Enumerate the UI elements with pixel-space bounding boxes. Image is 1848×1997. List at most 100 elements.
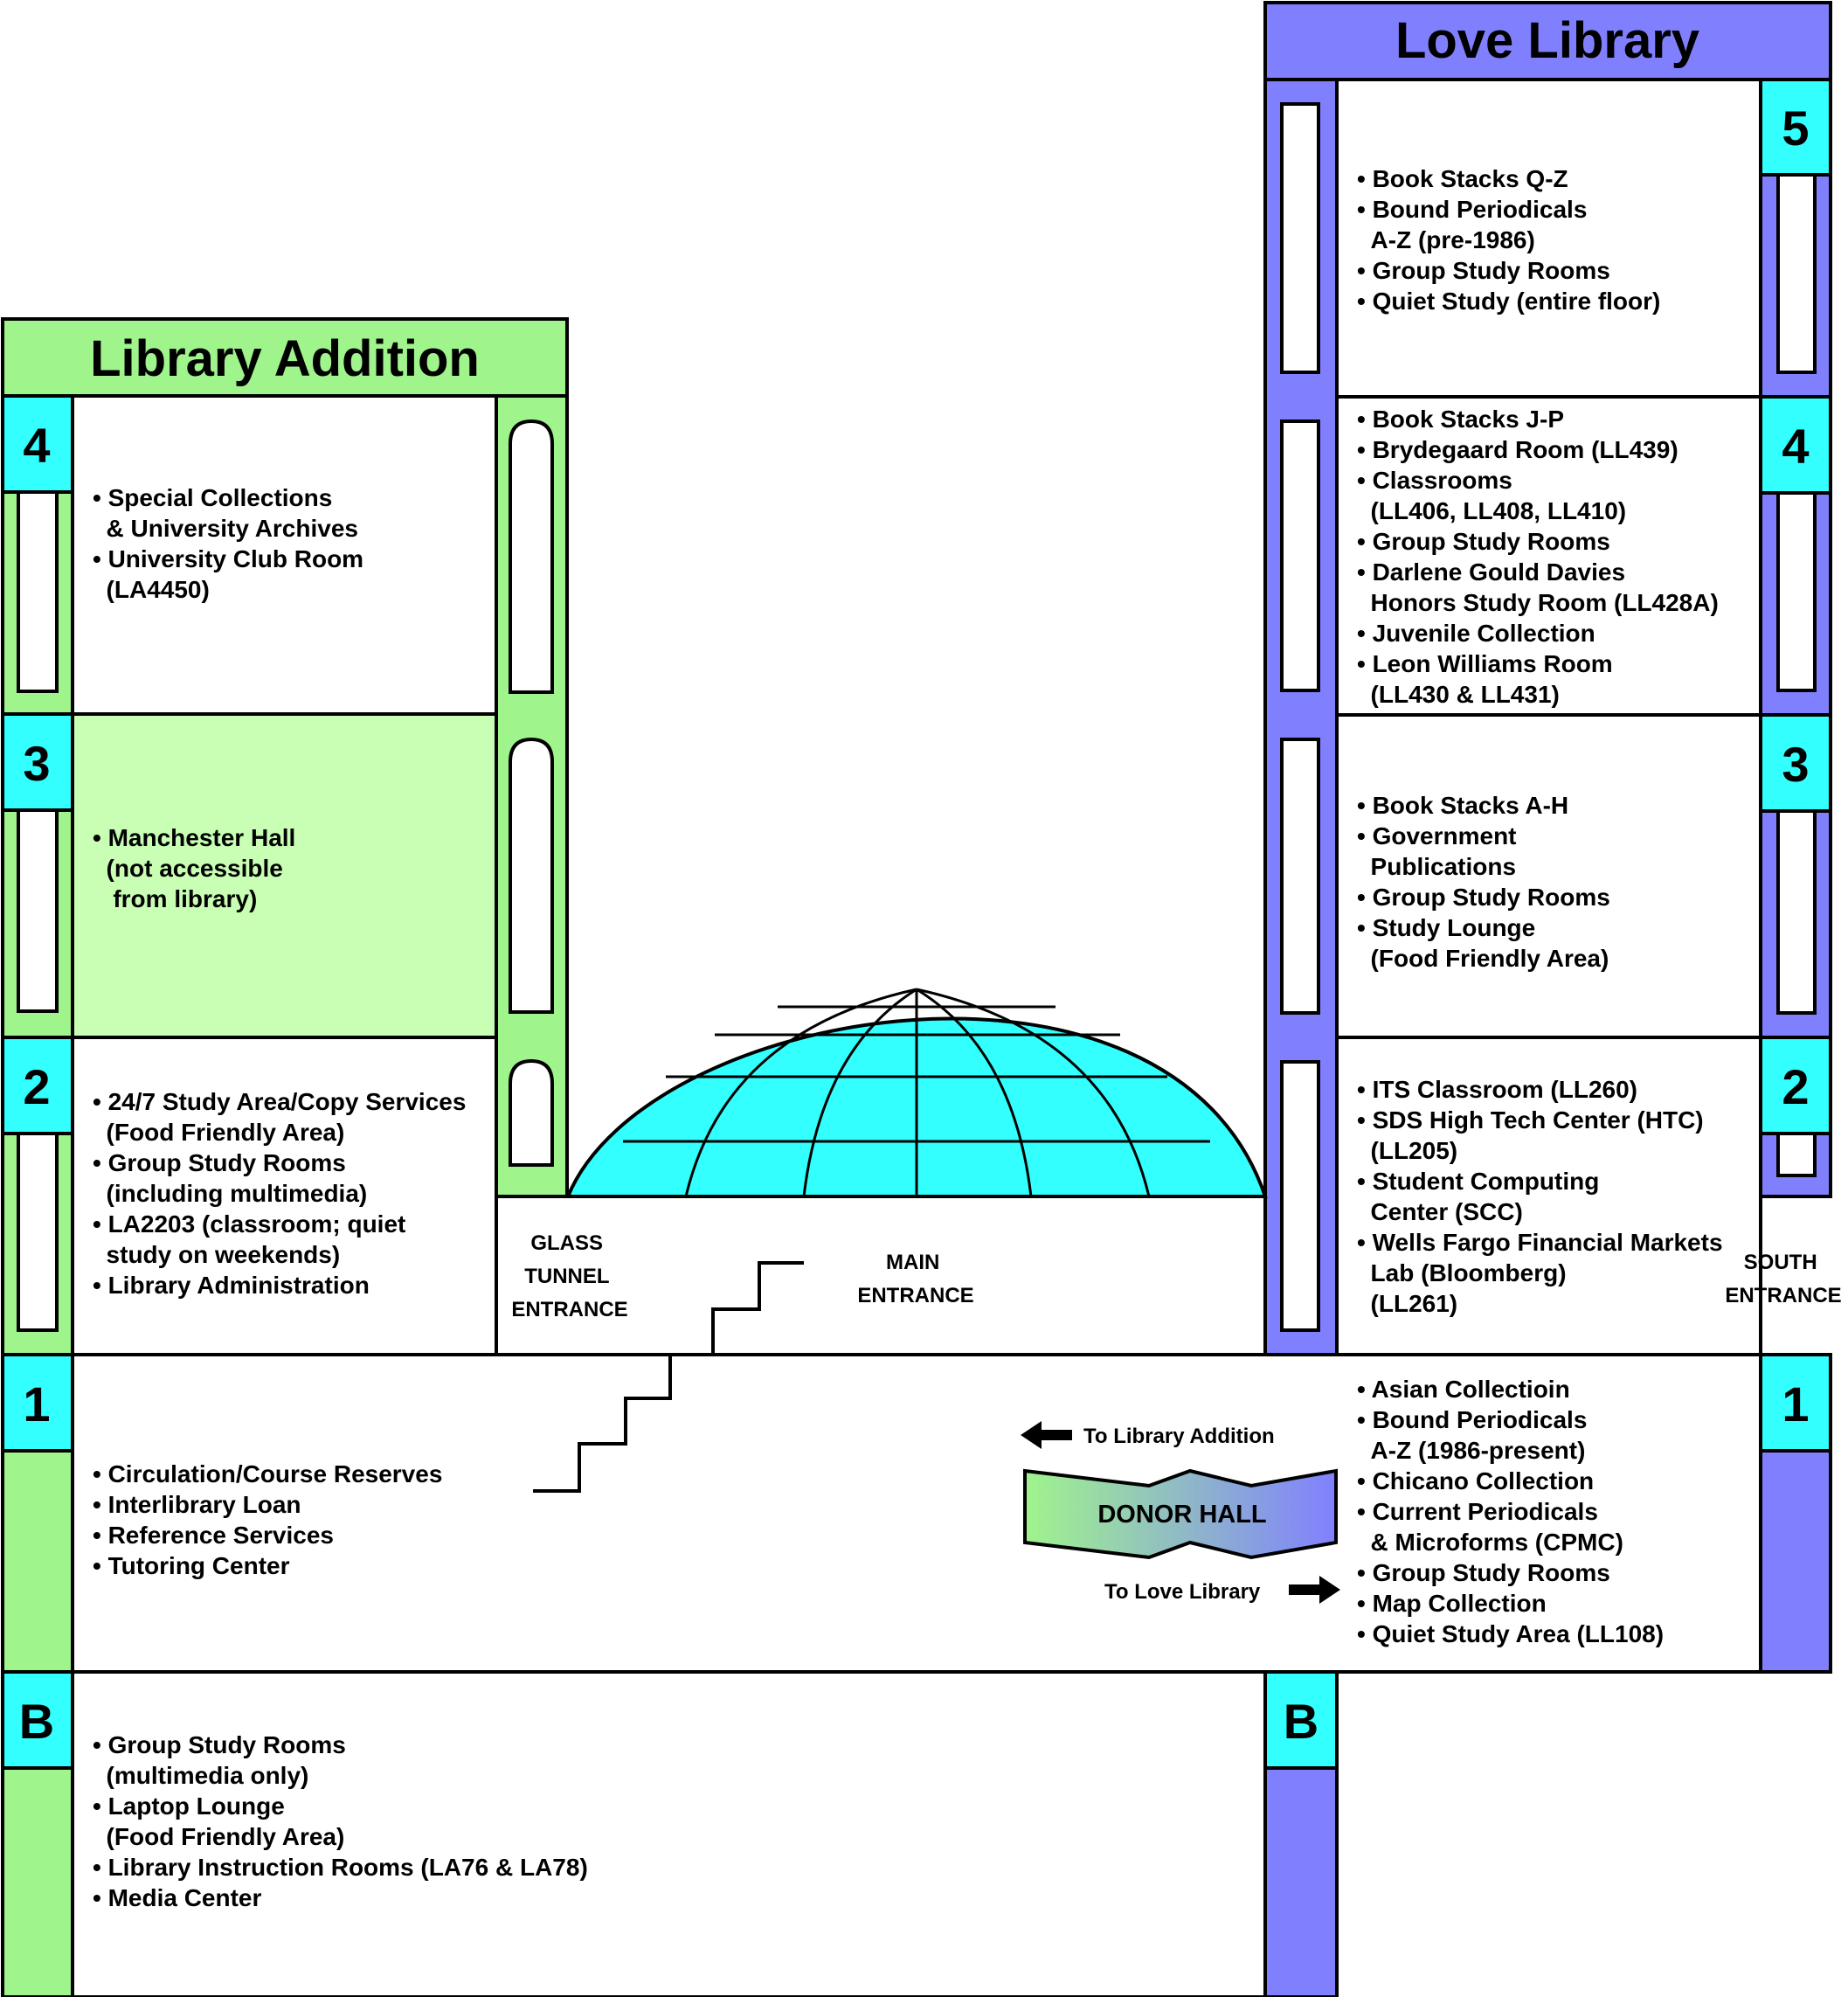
addition-floor-1-list: • Circulation/Course Reserves• Interlibr… xyxy=(93,1460,442,1579)
addition-floor-2-room xyxy=(71,1036,498,1356)
love-floor-label-2: 2 xyxy=(1782,1059,1809,1114)
addition-arch-window xyxy=(509,737,554,1014)
list-item: Center (SCC) xyxy=(1357,1198,1523,1225)
list-item: • Study Lounge xyxy=(1357,914,1535,941)
addition-floor-label-1: 1 xyxy=(23,1376,50,1432)
list-item: • Government xyxy=(1357,822,1517,849)
list-item: • 24/7 Study Area/Copy Services xyxy=(93,1088,466,1115)
addition-floor-tab-b xyxy=(1,1670,74,1770)
love-floor-tab-5 xyxy=(1759,78,1832,177)
addition-arch-window xyxy=(509,419,554,694)
love-title: Love Library xyxy=(1395,12,1699,69)
love-window xyxy=(1280,738,1320,1015)
love-floor-tab-2 xyxy=(1759,1036,1832,1135)
staircase xyxy=(533,1261,804,1493)
list-item: • Bound Periodicals xyxy=(1357,1406,1587,1433)
list-item: • Book Stacks J-P xyxy=(1357,406,1564,433)
list-item: • Library Instruction Rooms (LA76 & LA78… xyxy=(93,1854,588,1881)
love-library-building: Love Library xyxy=(1263,1,1832,1997)
love-window xyxy=(1776,1132,1817,1177)
list-item: • LA2203 (classroom; quiet xyxy=(93,1210,405,1238)
list-item: • Group Study Rooms xyxy=(93,1731,346,1758)
list-item: • Group Study Rooms xyxy=(1357,528,1610,555)
addition-floor-4-room xyxy=(71,394,498,716)
love-window xyxy=(1776,809,1817,1015)
list-item: • Manchester Hall xyxy=(93,824,295,851)
list-item: • Interlibrary Loan xyxy=(93,1491,301,1518)
list-item: • University Club Room xyxy=(93,545,363,572)
list-item: (LL406, LL408, LL410) xyxy=(1357,497,1626,524)
list-item: Publications xyxy=(1357,853,1516,880)
list-item: • Special Collections xyxy=(93,484,332,511)
list-item: (multimedia only) xyxy=(93,1762,308,1789)
addition-window xyxy=(17,1132,59,1332)
list-item: • Book Stacks Q-Z xyxy=(1357,165,1568,192)
list-item: • Chicano Collection xyxy=(1357,1467,1594,1494)
list-item: (LA4450) xyxy=(93,576,210,603)
list-item: study on weekends) xyxy=(93,1241,340,1268)
donor-hall-banner xyxy=(1023,1468,1338,1560)
love-floor-5-list: • Book Stacks Q-Z• Bound Periodicals A-Z… xyxy=(1357,165,1660,315)
love-floor-label-3: 3 xyxy=(1782,737,1809,792)
list-item: (including multimedia) xyxy=(93,1180,367,1207)
addition-floor-tab-2 xyxy=(1,1036,74,1135)
donor-hall: DONOR HALL To Library Addition To Love L… xyxy=(1021,1421,1340,1604)
list-item: from library) xyxy=(93,885,257,912)
list-item: (LL205) xyxy=(1357,1137,1457,1164)
south-entrance-label: SOUTH ENTRANCE xyxy=(1725,1251,1841,1307)
list-item: • Wells Fargo Financial Markets xyxy=(1357,1229,1723,1256)
glass-tunnel-entrance-label: GLASS TUNNEL ENTRANCE xyxy=(511,1231,627,1321)
list-item: • SDS High Tech Center (HTC) xyxy=(1357,1106,1704,1134)
to-love-library-label: To Love Library xyxy=(1104,1580,1261,1604)
list-item: • Leon Williams Room xyxy=(1357,650,1613,677)
list-item: • Student Computing xyxy=(1357,1168,1599,1195)
love-floor-label-1: 1 xyxy=(1782,1376,1809,1432)
love-window xyxy=(1280,102,1320,374)
list-item: A-Z (1986-present) xyxy=(1357,1437,1585,1464)
list-item: • Quiet Study (entire floor) xyxy=(1357,288,1660,315)
addition-floor-tab-4 xyxy=(1,394,74,494)
list-item: • Darlene Gould Davies xyxy=(1357,558,1625,586)
addition-window xyxy=(17,808,59,1013)
list-item: A-Z (pre-1986) xyxy=(1357,226,1535,253)
list-item: • Juvenile Collection xyxy=(1357,620,1595,647)
addition-floor-tab-1 xyxy=(1,1353,74,1453)
addition-window xyxy=(17,490,59,693)
list-item: • Group Study Rooms xyxy=(1357,884,1610,911)
love-floor-tab-4 xyxy=(1759,395,1832,495)
love-title-bar xyxy=(1263,1,1832,81)
list-item: (Food Friendly Area) xyxy=(93,1119,344,1146)
addition-floor-2-list: • 24/7 Study Area/Copy Services (Food Fr… xyxy=(93,1088,466,1299)
list-item: • Group Study Rooms xyxy=(93,1149,346,1176)
list-item: & University Archives xyxy=(93,515,358,542)
addition-floor-4-list: • Special Collections & University Archi… xyxy=(93,484,363,603)
list-item: • Brydegaard Room (LL439) xyxy=(1357,436,1678,463)
addition-floor-b-list: • Group Study Rooms (multimedia only) • L… xyxy=(93,1731,588,1911)
floor-tabs: 4 3 2 1 B 5 4 3 2 1 B xyxy=(1,78,1832,1770)
basement-hall xyxy=(71,1670,1267,1997)
list-item: • Asian Collectioin xyxy=(1357,1376,1570,1403)
list-item: • Media Center xyxy=(93,1884,262,1911)
love-window xyxy=(1280,1060,1320,1332)
love-floor-tab-b xyxy=(1263,1670,1339,1770)
love-window xyxy=(1280,420,1320,692)
addition-title: Library Addition xyxy=(90,330,480,387)
list-item: • Group Study Rooms xyxy=(1357,257,1610,284)
love-floor-5-room xyxy=(1335,78,1762,399)
addition-title-bar xyxy=(1,317,569,398)
list-item: • Reference Services xyxy=(93,1522,334,1549)
love-floor-2-room xyxy=(1335,1036,1762,1356)
addition-floor-3-list: • Manchester Hall (not accessible from l… xyxy=(93,824,295,912)
addition-floor-label-b: B xyxy=(19,1694,54,1749)
love-floor-label-5: 5 xyxy=(1782,101,1809,156)
main-entrance-label: MAIN ENTRANCE xyxy=(857,1251,973,1307)
list-item: • Classrooms xyxy=(1357,467,1512,494)
list-item: (Food Friendly Area) xyxy=(1357,945,1609,972)
list-item: • Book Stacks A-H xyxy=(1357,792,1568,819)
list-item: & Microforms (CPMC) xyxy=(1357,1529,1623,1556)
love-floor-1-list: • Asian Collectioin • Bound Periodicals A… xyxy=(1357,1376,1664,1647)
addition-arch-window xyxy=(509,1058,554,1167)
list-item: Honors Study Room (LL428A) xyxy=(1357,589,1719,616)
list-item: Lab (Bloomberg) xyxy=(1357,1259,1567,1286)
